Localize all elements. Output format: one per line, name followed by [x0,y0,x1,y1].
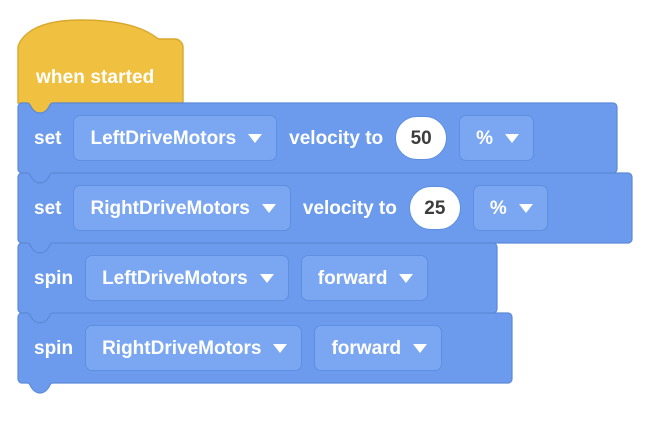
direction-dropdown-label: forward [317,267,388,289]
unit-dropdown-label: % [489,197,507,219]
motor-dropdown-right-drive[interactable]: RightDriveMotors [73,185,291,231]
chevron-down-icon [261,204,276,213]
chevron-down-icon [248,134,263,143]
direction-dropdown[interactable]: forward [314,325,443,371]
block-set-left-velocity[interactable]: set LeftDriveMotors velocity to 50 % [17,102,618,184]
hat-block-label: when started [36,67,155,88]
block-keyword: set [34,127,62,149]
velocity-value: 50 [410,127,432,149]
velocity-value-input[interactable]: 25 [408,186,461,230]
block-spin-right[interactable]: spin RightDriveMotors forward [17,312,513,394]
unit-dropdown-label: % [476,127,494,149]
motor-dropdown-left-drive[interactable]: LeftDriveMotors [85,255,289,301]
unit-dropdown-percent[interactable]: % [472,185,548,231]
motor-dropdown-label: RightDriveMotors [102,337,262,359]
chevron-down-icon [273,344,288,353]
velocity-to-label: velocity to [302,197,397,219]
chevron-down-icon [413,344,428,353]
block-keyword: spin [34,267,74,289]
block-spin-left[interactable]: spin LeftDriveMotors forward [17,242,498,324]
block-set-right-velocity[interactable]: set RightDriveMotors velocity to 25 % [17,172,633,254]
velocity-value-input[interactable]: 50 [395,116,448,160]
motor-dropdown-label: LeftDriveMotors [90,127,237,149]
velocity-to-label: velocity to [289,127,384,149]
chevron-down-icon [259,274,274,283]
chevron-down-icon [505,134,520,143]
block-when-started[interactable]: when started [17,18,184,114]
motor-dropdown-left-drive[interactable]: LeftDriveMotors [73,115,278,161]
chevron-down-icon [399,274,414,283]
unit-dropdown-percent[interactable]: % [459,115,535,161]
motor-dropdown-label: LeftDriveMotors [102,267,248,289]
block-keyword: set [34,197,62,219]
direction-dropdown-label: forward [331,337,402,359]
motor-dropdown-right-drive[interactable]: RightDriveMotors [85,325,303,371]
velocity-value: 25 [424,197,446,219]
motor-dropdown-label: RightDriveMotors [90,197,250,219]
block-keyword: spin [34,337,74,359]
chevron-down-icon [518,204,533,213]
direction-dropdown[interactable]: forward [300,255,429,301]
